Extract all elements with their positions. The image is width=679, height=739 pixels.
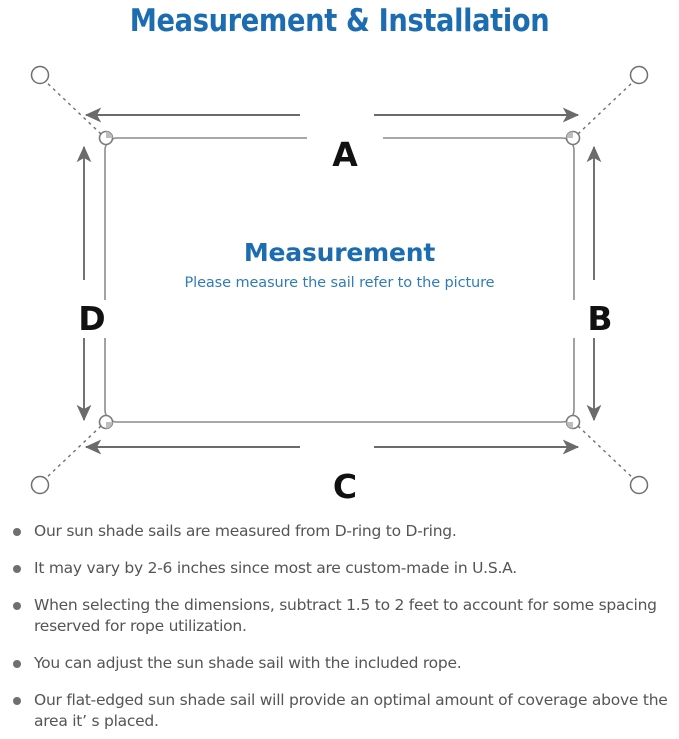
- anchor-ring-bottom-left: [30, 475, 50, 495]
- dimension-label-b: B: [570, 300, 630, 338]
- anchor-ring-bottom-right: [629, 475, 649, 495]
- note-text: It may vary by 2-6 inches since most are…: [34, 559, 517, 577]
- note-text: When selecting the dimensions, subtract …: [34, 596, 657, 635]
- note-text: Our flat-edged sun shade sail will provi…: [34, 691, 668, 730]
- dimension-label-a: A: [307, 136, 383, 174]
- note-text: Our sun shade sails are measured from D-…: [34, 522, 457, 540]
- anchor-ring-top-left: [30, 65, 50, 85]
- d-ring-bottom-right: [565, 414, 581, 430]
- list-item: Our sun shade sails are measured from D-…: [0, 521, 679, 542]
- d-ring-top-right: [565, 130, 581, 146]
- d-ring-bottom-left: [98, 414, 114, 430]
- sail-outline: [104, 137, 575, 423]
- list-item: It may vary by 2-6 inches since most are…: [0, 558, 679, 579]
- notes-list: Our sun shade sails are measured from D-…: [0, 521, 679, 732]
- list-item: When selecting the dimensions, subtract …: [0, 595, 679, 637]
- bullet-icon: [13, 602, 21, 610]
- dimension-label-d: D: [62, 300, 122, 338]
- bullet-icon: [13, 565, 21, 573]
- d-ring-top-left: [98, 130, 114, 146]
- bullet-icon: [13, 528, 21, 536]
- list-item: You can adjust the sun shade sail with t…: [0, 653, 679, 674]
- dimension-label-c: C: [307, 468, 383, 506]
- anchor-ring-top-right: [629, 65, 649, 85]
- bullet-icon: [13, 697, 21, 705]
- rope-lines: [43, 79, 636, 481]
- list-item: Our flat-edged sun shade sail will provi…: [0, 690, 679, 732]
- bullet-icon: [13, 660, 21, 668]
- shade-sail-measurement-diagram: Measurement Please measure the sail refe…: [0, 48, 679, 518]
- page-title: Measurement & Installation: [129, 3, 550, 39]
- note-text: You can adjust the sun shade sail with t…: [34, 654, 462, 672]
